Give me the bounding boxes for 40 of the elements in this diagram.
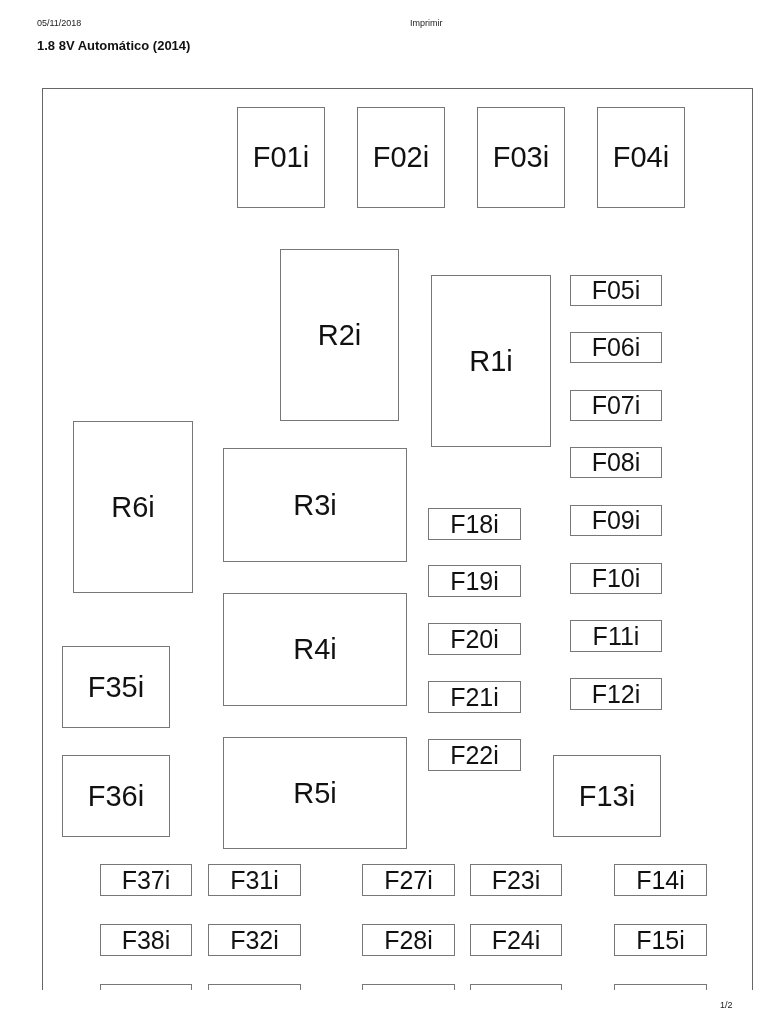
fuse-slot: F18i [428, 508, 521, 540]
fuse-slot: F38i [100, 924, 192, 956]
fuse-slot: F10i [570, 563, 662, 594]
fuse-slot: F31i [208, 864, 301, 896]
fuse-slot: F23i [470, 864, 562, 896]
fuse-slot: F05i [570, 275, 662, 306]
fuse-slot: F28i [362, 924, 455, 956]
fuse-slot: F27i [362, 864, 455, 896]
relay-slot: R1i [431, 275, 551, 447]
fuse-slot: F15i [614, 924, 707, 956]
fuse-slot: F09i [570, 505, 662, 536]
fuse-slot: F32i [208, 924, 301, 956]
fuse-slot: F07i [570, 390, 662, 421]
header-text: Imprimir [410, 18, 443, 28]
fuse-slot: F19i [428, 565, 521, 597]
fuse-slot: F22i [428, 739, 521, 771]
relay-slot: F02i [357, 107, 445, 208]
page-number: 1/2 [720, 1000, 733, 1010]
relay-slot: F04i [597, 107, 685, 208]
relay-slot: R5i [223, 737, 407, 849]
fuse-slot: F08i [570, 447, 662, 478]
relay-slot: F35i [62, 646, 170, 728]
fuse-slot: F37i [100, 864, 192, 896]
page-title: 1.8 8V Automático (2014) [37, 38, 191, 53]
relay-slot: F13i [553, 755, 661, 837]
relay-slot: F01i [237, 107, 325, 208]
relay-slot: R4i [223, 593, 407, 706]
fuse-slot: F14i [614, 864, 707, 896]
relay-slot: R3i [223, 448, 407, 562]
fuse-slot: F11i [570, 620, 662, 652]
relay-slot: R2i [280, 249, 399, 421]
fuse-slot: F21i [428, 681, 521, 713]
fuse-slot: F20i [428, 623, 521, 655]
relay-slot: R6i [73, 421, 193, 593]
relay-slot: F36i [62, 755, 170, 837]
fuse-slot: F06i [570, 332, 662, 363]
header-text: 05/11/2018 [37, 18, 82, 28]
fuse-slot: F12i [570, 678, 662, 710]
fuse-slot: F24i [470, 924, 562, 956]
relay-slot: F03i [477, 107, 565, 208]
